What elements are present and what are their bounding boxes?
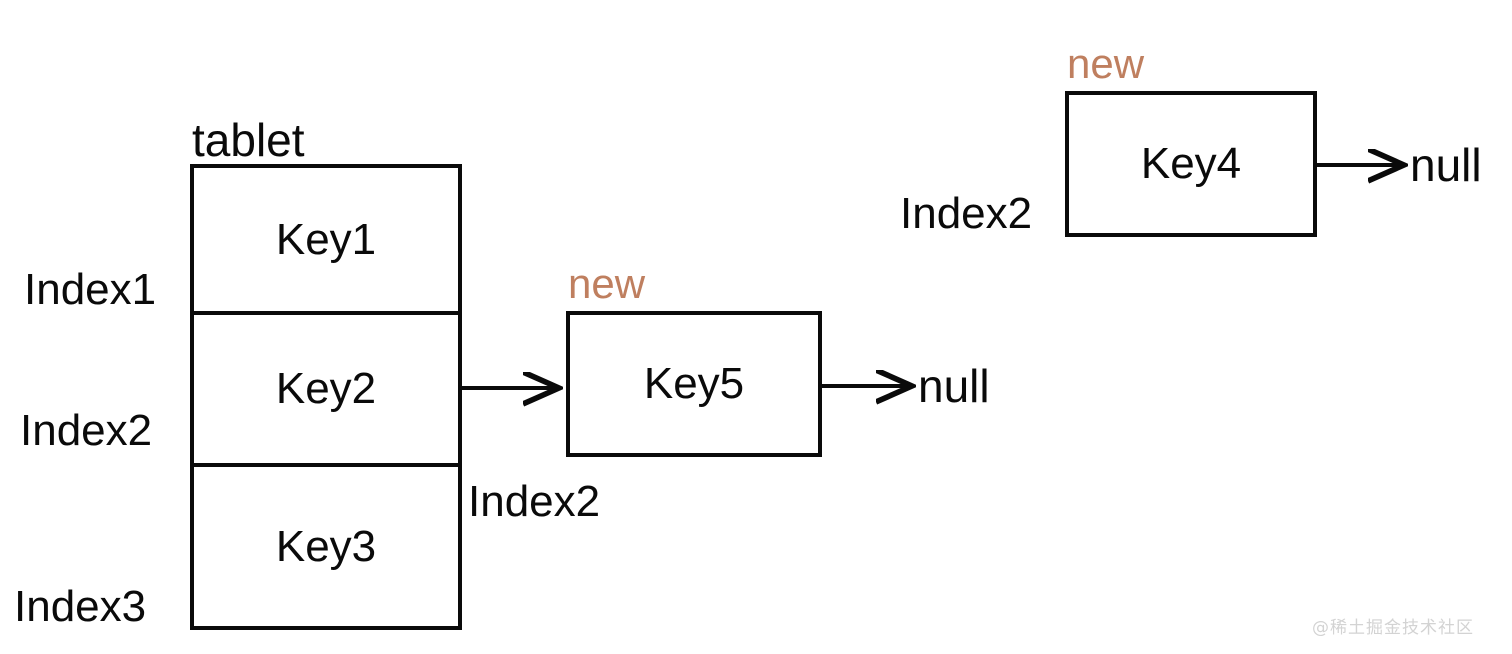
chain-top-node-key: Key4 [1140,139,1242,188]
chain-middle-new-label: new [568,260,646,307]
hash-table-outline [190,164,462,630]
table-title: tablet [192,114,305,166]
table-index-label-3: Index3 [14,582,147,631]
chain-top-new-label: new [1067,40,1145,87]
node-box-key5 [566,311,822,457]
table-cell-key-2: Key2 [275,364,377,413]
chain-top-index-label: Index2 [900,189,1033,238]
watermark: @稀土掘金技术社区 [1312,618,1474,638]
table-cell-key-1: Key1 [275,214,377,264]
chain-middle-index-label: Index2 [468,477,601,526]
node-box-key4 [1065,91,1317,237]
table-index-label-1: Index1 [24,265,157,314]
chain-top-null-label: null [1410,139,1482,191]
chain-middle-node-key: Key5 [643,359,745,408]
table-cell-key-3: Key3 [275,521,377,571]
chain-middle-null-label: null [918,360,990,412]
table-index-label-2: Index2 [20,406,153,455]
